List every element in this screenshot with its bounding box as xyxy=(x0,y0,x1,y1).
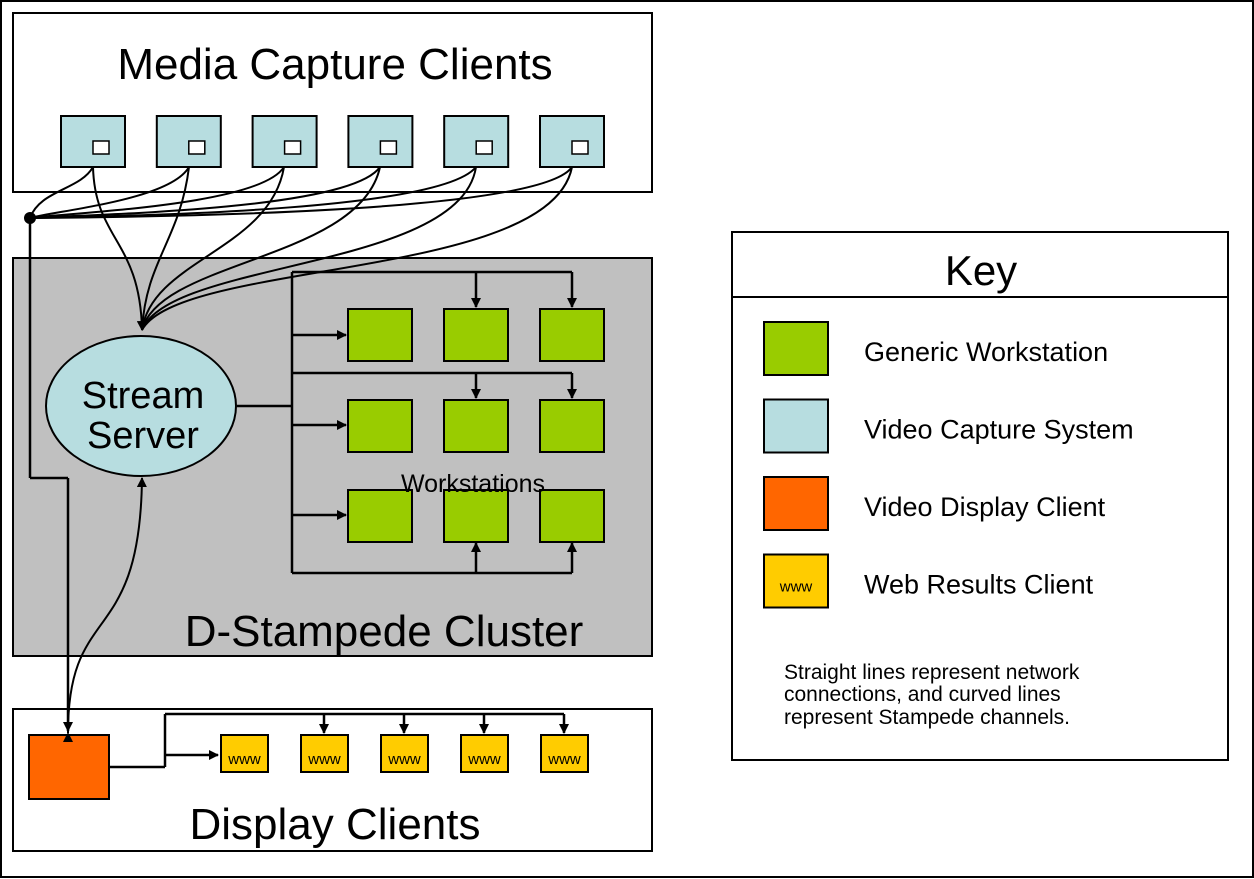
channel-curve xyxy=(29,166,573,219)
stream-server-label-line2: Server xyxy=(87,415,199,457)
channel-curve xyxy=(141,166,477,331)
cluster-title: D-Stampede Cluster xyxy=(185,607,584,656)
key-label-display: Video Display Client xyxy=(864,492,1106,522)
workstation xyxy=(443,399,509,453)
key-label-capture: Video Capture System xyxy=(864,415,1134,445)
workstation xyxy=(539,399,605,453)
workstation xyxy=(347,489,413,543)
key-label-web: Web Results Client xyxy=(864,570,1094,600)
workstation xyxy=(347,399,413,453)
web-client-label: www xyxy=(387,751,421,768)
display-network xyxy=(109,712,569,769)
web-results-client xyxy=(380,734,429,773)
workstation xyxy=(539,308,605,362)
key-title: Key xyxy=(945,247,1017,294)
web-client-label: www xyxy=(307,751,341,768)
workstations xyxy=(347,308,605,543)
stampede-channels xyxy=(29,166,573,743)
web-client-label: www xyxy=(547,751,581,768)
capture-screen-icon xyxy=(188,140,206,155)
web-client-label: www xyxy=(467,751,501,768)
key-note-line3: represent Stampede channels. xyxy=(784,706,1070,729)
video-display-client xyxy=(28,734,110,800)
workstation xyxy=(443,308,509,362)
channel-curve xyxy=(29,166,285,219)
capture-screen-icon xyxy=(379,140,398,155)
stream-server xyxy=(45,335,237,477)
key-swatch-glyph: www xyxy=(779,579,813,596)
workstation-network xyxy=(237,270,577,575)
channel-curve xyxy=(141,166,573,331)
cluster-group: Workstations Stream Server D-Stampede Cl… xyxy=(12,257,653,657)
key-note-line1: Straight lines represent network xyxy=(784,661,1080,684)
junction-dot xyxy=(24,212,36,224)
junction-network xyxy=(28,218,73,732)
web-results-client xyxy=(220,734,269,773)
web-results-client xyxy=(460,734,509,773)
web-results-client xyxy=(300,734,349,773)
capture-screen-icon xyxy=(475,140,493,155)
web-results-clients: www www www www www xyxy=(220,734,589,773)
workstation xyxy=(443,489,509,543)
capture-systems xyxy=(60,115,605,168)
display-clients-group: www www www www www Display Clients xyxy=(12,708,653,852)
key-swatch-web xyxy=(763,553,829,609)
display-clients-title: Display Clients xyxy=(190,800,481,849)
channel-curve xyxy=(141,166,190,331)
key-swatch-capture xyxy=(763,398,829,454)
workstations-label: Workstations xyxy=(401,470,545,498)
key-label-workstation: Generic Workstation xyxy=(864,337,1108,367)
capture-screen-icon xyxy=(283,140,302,155)
workstation xyxy=(539,489,605,543)
channel-curve xyxy=(141,166,285,331)
key-swatch-display xyxy=(763,476,829,531)
web-results-client xyxy=(540,734,589,773)
capture-screen-icon xyxy=(571,140,589,155)
key-note-line2: connections, and curved lines xyxy=(784,683,1061,706)
web-client-label: www xyxy=(227,751,261,768)
media-capture-group: Media Capture Clients xyxy=(12,12,653,193)
display-channel-curve xyxy=(62,477,147,743)
channel-curve xyxy=(92,166,147,331)
key-swatch-workstation xyxy=(763,321,829,376)
channel-curve xyxy=(29,166,94,219)
media-capture-title: Media Capture Clients xyxy=(117,40,552,89)
workstation xyxy=(347,308,413,362)
capture-screen-icon xyxy=(92,140,110,155)
channel-curve xyxy=(29,166,190,219)
stream-server-label-line1: Stream xyxy=(82,375,204,417)
